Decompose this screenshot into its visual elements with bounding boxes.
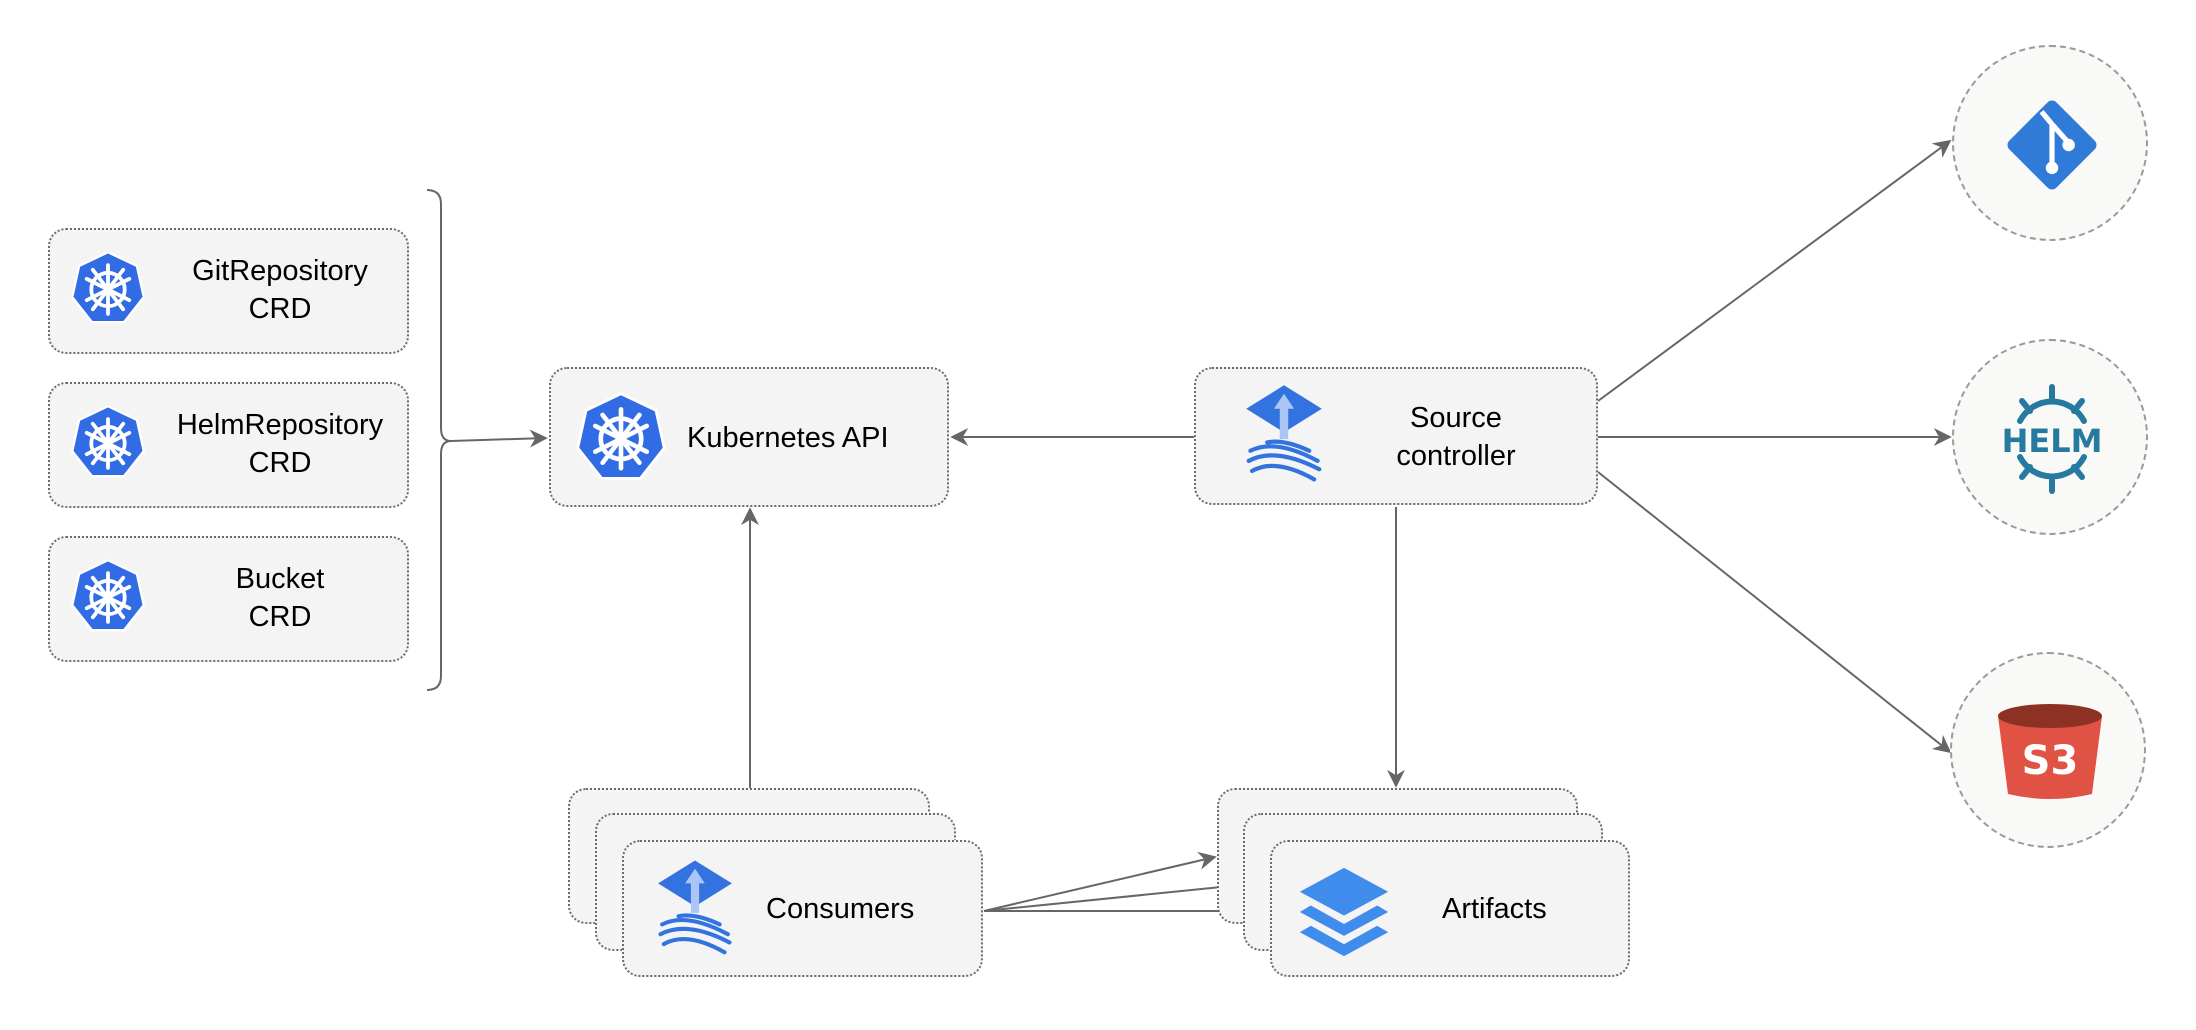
s3-bucket-icon: S3 [1998,704,2102,799]
svg-text:HELM: HELM [2002,422,2103,460]
helm-source-node: HELM [1952,339,2148,535]
kubernetes-icon [575,391,667,483]
git-source-node [1952,45,2148,241]
edge-consumers-to-artifacts-2 [983,877,1243,912]
kubernetes-icon [70,404,146,480]
kubernetes-api-label: Kubernetes API [687,422,889,454]
flux-icon [654,852,736,964]
kubernetes-icon [70,250,146,326]
consumers-node: Consumers [622,840,983,977]
edge-crds-to-api [450,429,548,448]
layers-icon [1296,866,1392,958]
git-icon [2007,100,2097,190]
edge-controller-to-s3 [1597,471,1952,754]
crd-brace [426,189,452,691]
svg-text:S3: S3 [2022,738,2079,784]
consumers-label: Consumers [766,893,915,925]
edge-consumers-to-artifacts-1 [983,851,1217,912]
s3-source-node: S3 [1950,652,2146,848]
flux-icon [1242,379,1326,489]
artifacts-label: Artifacts [1442,893,1547,925]
helm-icon: HELM [2002,384,2103,494]
artifacts-node: Artifacts [1270,840,1630,977]
edge-controller-to-git [1597,139,1952,402]
kubernetes-api-node: Kubernetes API [549,367,949,507]
kubernetes-icon [70,558,146,634]
